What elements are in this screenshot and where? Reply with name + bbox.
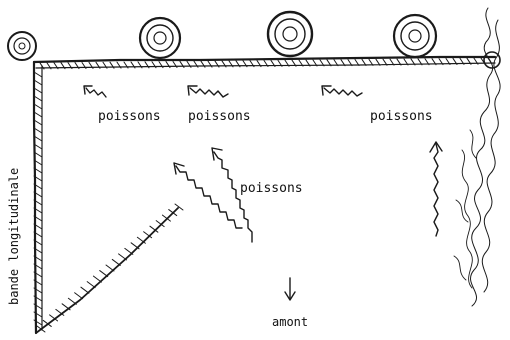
band-hatch-tick	[34, 96, 42, 101]
band-hatch-tick	[34, 72, 42, 77]
wing-hatch-tick	[68, 298, 76, 304]
label-poissons-4: poissons	[240, 181, 303, 196]
label-bande-longitudinale: bande longitudinale	[7, 168, 21, 305]
wing-hatching	[37, 204, 183, 332]
fish-arrow-6	[430, 142, 442, 236]
label-amont: amont	[272, 315, 308, 329]
wing-hatch-tick	[106, 265, 114, 271]
wing-hatch-tick	[81, 287, 89, 293]
wing-hatch-tick	[119, 254, 127, 260]
wing-hatch-tick	[125, 248, 133, 254]
band-hatch-tick	[34, 112, 42, 117]
float-3	[268, 12, 312, 56]
fish-arrow-3	[322, 86, 362, 96]
wing-hatch-tick	[87, 282, 95, 288]
wing-hatch-tick	[100, 271, 108, 277]
longitudinal-band	[34, 62, 36, 333]
fish-arrow-4	[174, 163, 242, 228]
float-2	[140, 18, 180, 58]
label-poissons-2: poissons	[188, 109, 251, 124]
label-poissons-3: poissons	[370, 109, 433, 124]
fish-arrow-1	[84, 86, 106, 97]
wing-hatch-tick	[75, 293, 83, 299]
float-1	[8, 32, 36, 60]
band-hatch-tick	[34, 80, 42, 85]
band-hatch-tick	[34, 104, 42, 109]
fish-arrow-2	[188, 86, 228, 97]
band-hatch-tick	[34, 88, 42, 93]
wing-hatch-tick	[131, 243, 139, 249]
net-wing	[36, 208, 178, 333]
label-poissons-1: poissons	[98, 109, 161, 124]
wing-hatch-tick	[93, 276, 101, 282]
wing-hatch-tick	[62, 304, 70, 310]
wing-hatch-tick	[112, 259, 120, 265]
band-hatch-tick	[34, 120, 42, 125]
float-4	[394, 15, 436, 57]
current-arrow	[285, 278, 295, 300]
